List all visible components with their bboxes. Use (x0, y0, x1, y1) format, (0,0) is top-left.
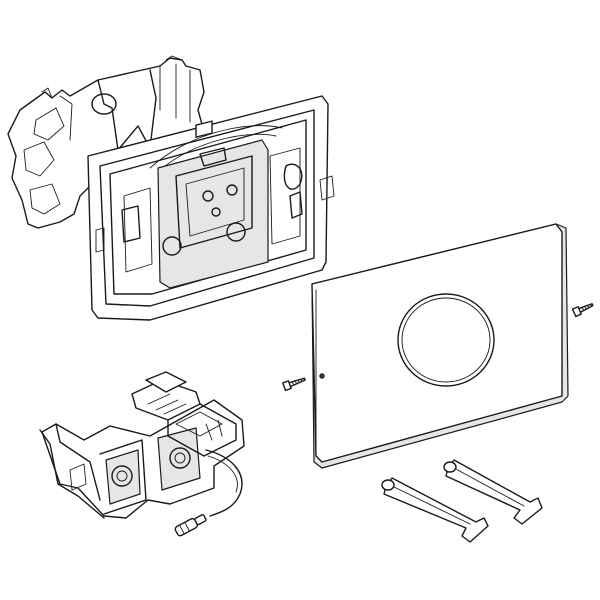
cover-plate-icon (311, 223, 569, 469)
actuation-rod-icon (381, 477, 489, 543)
mounting-bracket-icon (7, 55, 206, 229)
plug-icon (174, 514, 207, 537)
screw-icon (282, 377, 306, 392)
actuation-rod-icon (443, 459, 543, 525)
control-unit-icon (39, 371, 245, 519)
screw-icon (571, 303, 594, 318)
sensor-ring-icon (397, 293, 495, 387)
mounting-frame-icon (87, 95, 335, 321)
cable-icon (205, 449, 243, 517)
